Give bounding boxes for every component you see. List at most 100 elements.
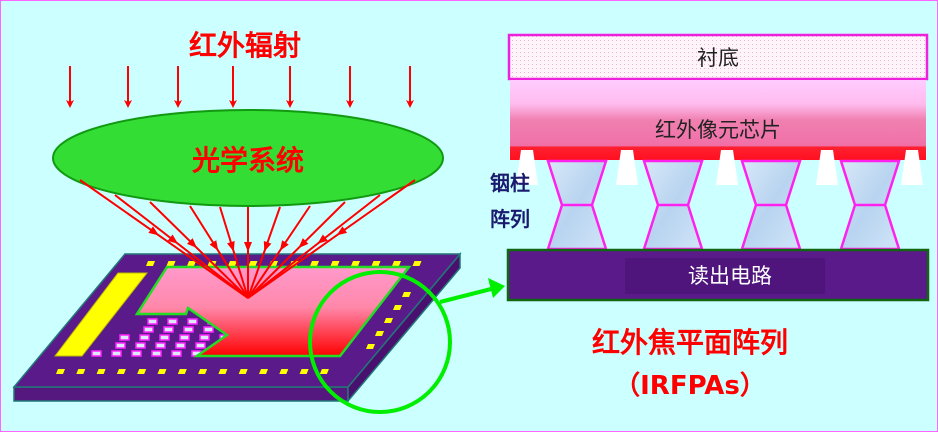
- pixel: [119, 334, 130, 341]
- bond-pad: [96, 369, 106, 374]
- pixel: [139, 334, 150, 341]
- pixel: [183, 326, 194, 333]
- pixel: [115, 342, 126, 349]
- bond-pad: [198, 369, 208, 374]
- pixel: [195, 342, 206, 349]
- focused-rays: [79, 179, 416, 299]
- yellow-bar: [53, 272, 149, 357]
- white-bump: [616, 150, 638, 185]
- white-bump: [816, 150, 838, 185]
- focused-ray: [247, 179, 416, 299]
- focused-ray: [114, 194, 249, 299]
- readout-texture: [625, 258, 825, 294]
- bond-pad: [371, 261, 381, 266]
- ray-arrowhead: [227, 241, 235, 252]
- focused-ray: [247, 201, 346, 299]
- indium-label-line2: 阵列: [490, 207, 530, 231]
- optical-system-lens: [52, 109, 444, 207]
- indium-bump-array: [546, 159, 901, 251]
- bond-pad: [146, 261, 155, 266]
- pixel: [131, 350, 142, 357]
- ray-arrowhead: [209, 240, 219, 251]
- bond-pad: [218, 369, 228, 374]
- incoming-radiation-arrows: [66, 66, 414, 108]
- pixel: [179, 334, 190, 341]
- bond-pad: [157, 369, 167, 374]
- bond-pad: [76, 369, 86, 374]
- pixel: [91, 350, 102, 357]
- pixel: [155, 342, 166, 349]
- ray-arrowhead: [279, 240, 289, 251]
- bond-pad: [228, 261, 237, 266]
- ray-arrowhead: [167, 234, 179, 244]
- zoom-arrow-line: [439, 286, 496, 304]
- substrate-layer: [507, 33, 929, 81]
- pixel: [151, 350, 162, 357]
- bond-pad: [319, 369, 329, 374]
- pixel: [175, 342, 186, 349]
- ir-pixel-chip-layer: [510, 80, 926, 160]
- pixel: [143, 326, 154, 333]
- ray-arrowhead: [298, 238, 309, 249]
- white-bump: [716, 150, 738, 185]
- pixel: [163, 326, 174, 333]
- bond-pad: [279, 369, 289, 374]
- focused-ray: [219, 206, 249, 299]
- bond-pad: [392, 261, 401, 266]
- bond-pad: [177, 369, 187, 374]
- ray-arrowhead: [187, 238, 197, 248]
- focused-ray: [247, 205, 311, 299]
- ray-arrowhead: [317, 234, 328, 244]
- bond-pad: [384, 318, 393, 323]
- bond-pad: [351, 261, 360, 266]
- bond-pads: [56, 261, 422, 374]
- ray-arrowhead: [244, 241, 252, 252]
- ray-arrowhead: [336, 226, 348, 236]
- bond-pad: [187, 261, 196, 266]
- ray-arrowhead: [148, 226, 159, 236]
- board-side: [13, 386, 349, 402]
- bond-pad: [366, 344, 375, 349]
- white-bumps: [516, 150, 923, 185]
- bond-pad: [330, 261, 340, 266]
- pixel: [159, 334, 170, 341]
- focused-ray: [189, 205, 249, 299]
- bond-pad: [116, 369, 126, 374]
- optics-label: 光学系统: [191, 144, 304, 177]
- bond-pad: [248, 261, 258, 266]
- pixel: [203, 326, 214, 333]
- substrate-label: 衬底: [697, 46, 739, 70]
- pixel: [171, 350, 182, 357]
- white-bump: [901, 150, 923, 185]
- bond-pad: [402, 292, 411, 297]
- bond-pad: [259, 369, 268, 374]
- ray-arrowhead: [263, 240, 272, 252]
- caption: 红外焦平面阵列: [592, 326, 788, 359]
- bond-pad: [375, 331, 384, 336]
- zoom-arrow-head: [488, 278, 505, 298]
- bond-pad: [137, 369, 147, 374]
- pixel: [111, 350, 122, 357]
- pixel: [167, 318, 178, 325]
- readout-label: 读出电路: [688, 264, 772, 288]
- pixel: [199, 334, 210, 341]
- bond-pad: [238, 369, 248, 374]
- pixel: [135, 342, 146, 349]
- bond-pad: [56, 369, 65, 374]
- indium-label-line1: 铟柱: [490, 171, 530, 195]
- focused-ray: [247, 206, 281, 299]
- bond-pad: [299, 369, 309, 374]
- bond-pad: [166, 261, 176, 266]
- focal-plane-array: [134, 265, 412, 358]
- chip-label: 红外像元芯片: [655, 118, 781, 142]
- pixel: [147, 318, 158, 325]
- highlight-circle: [308, 270, 452, 414]
- focused-ray: [149, 201, 249, 299]
- focused-ray: [247, 194, 381, 299]
- bond-pad: [310, 261, 319, 266]
- bond-pad: [412, 261, 422, 266]
- radiation-title: 红外辐射: [189, 29, 301, 62]
- bond-pad: [393, 305, 402, 310]
- pixel: [187, 318, 198, 325]
